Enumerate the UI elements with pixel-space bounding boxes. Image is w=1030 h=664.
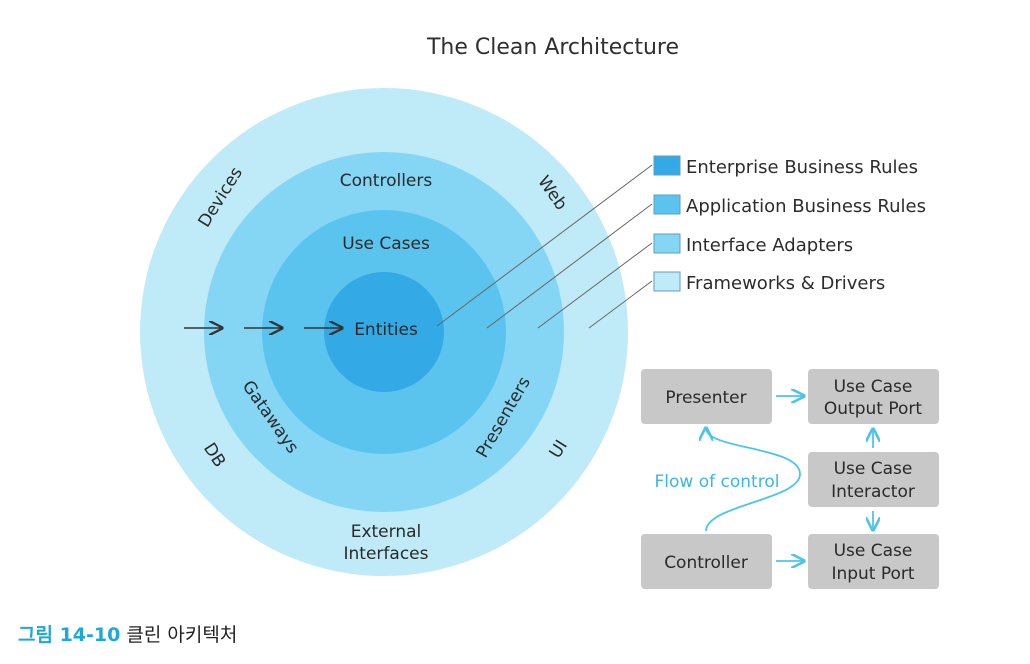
leader-line-adapters	[537, 242, 653, 329]
leader-line-application	[486, 203, 653, 329]
ring-label-controllers: Controllers	[340, 171, 433, 191]
output-port-label-line1: Use Case	[834, 377, 913, 397]
controller-label: Controller	[664, 553, 748, 573]
legend-label-application: Application Business Rules	[686, 196, 926, 217]
input-port-label-line2: Input Port	[831, 564, 914, 584]
enterprise-business-rules-core	[324, 272, 444, 392]
input-port-label-line1: Use Case	[834, 541, 913, 561]
presenter-label: Presenter	[665, 388, 746, 408]
legend-label-enterprise: Enterprise Business Rules	[686, 157, 918, 178]
output-port-label-line2: Output Port	[824, 399, 922, 419]
ring-label-entities: Entities	[354, 320, 418, 340]
leader-line-frameworks	[588, 280, 653, 329]
legend-label-adapters: Interface Adapters	[686, 235, 853, 256]
use-case-interactor-box	[808, 452, 939, 507]
figure-caption-text: 클린 아키텍처	[126, 624, 238, 646]
flow-of-control-curve	[706, 428, 801, 532]
ring-label-use-cases: Use Cases	[342, 234, 430, 254]
use-case-input-port-box	[808, 534, 939, 589]
ring-label-external-line2: Interfaces	[344, 544, 429, 564]
ring-label-external-line1: External	[351, 522, 422, 542]
leader-line-enterprise	[436, 164, 653, 327]
interactor-label-line2: Interactor	[831, 482, 915, 502]
use-case-output-port-box	[808, 369, 939, 424]
figure-number: 그림 14-10	[18, 624, 121, 646]
interactor-label-line1: Use Case	[834, 459, 913, 479]
legend-swatch-frameworks	[653, 271, 681, 292]
legend-swatch-adapters	[653, 233, 681, 254]
legend-swatch-application	[653, 194, 681, 215]
flow-of-control-label: Flow of control	[655, 472, 780, 492]
figure-caption: 그림 14-10 클린 아키텍처	[18, 620, 237, 647]
legend-label-frameworks: Frameworks & Drivers	[686, 273, 885, 294]
legend-swatch-enterprise	[653, 155, 681, 176]
controller-box	[641, 534, 772, 589]
diagram-title: The Clean Architecture	[426, 35, 679, 60]
presenter-box	[641, 369, 772, 424]
